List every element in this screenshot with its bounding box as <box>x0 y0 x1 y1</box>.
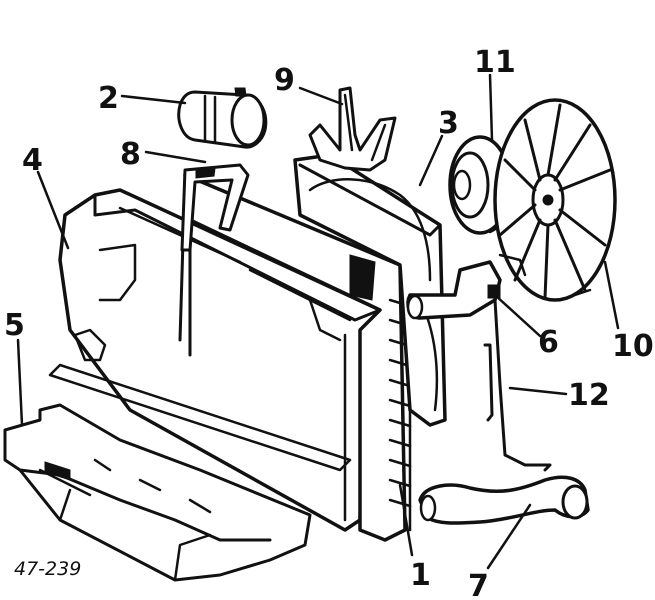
leader-10 <box>603 260 620 330</box>
fan-blade-part <box>308 86 397 172</box>
cooling-fan-part <box>493 98 617 302</box>
lower-hose-part <box>418 475 590 525</box>
leader-3 <box>418 134 444 187</box>
callout-7: 7 <box>468 569 489 600</box>
callout-6: 6 <box>538 325 559 360</box>
leader-9 <box>298 86 344 106</box>
lower-deflector-part <box>3 403 312 582</box>
upper-bracket-part <box>180 163 250 252</box>
leader-6 <box>493 293 542 338</box>
callout-4: 4 <box>22 143 43 178</box>
callout-8: 8 <box>120 137 141 172</box>
callout-3: 3 <box>438 106 459 141</box>
callout-2: 2 <box>98 81 119 116</box>
upper-hose-part <box>406 260 502 320</box>
figure-reference: 47-239 <box>14 558 81 580</box>
leader-1 <box>398 483 414 557</box>
callout-11: 11 <box>474 45 516 80</box>
leader-7 <box>486 503 532 570</box>
leader-5 <box>16 338 24 427</box>
callout-10: 10 <box>612 329 654 364</box>
callout-9: 9 <box>274 63 295 98</box>
callout-labels: 1 2 3 4 5 6 7 8 9 10 11 12 47-239 <box>4 45 654 600</box>
leader-12 <box>508 386 568 396</box>
support-brace-part <box>483 298 552 472</box>
leader-8 <box>144 150 207 164</box>
leader-lines <box>16 73 620 570</box>
leader-4 <box>36 170 70 250</box>
callout-1: 1 <box>410 558 431 593</box>
leader-2 <box>120 94 187 105</box>
callout-5: 5 <box>4 308 25 343</box>
leader-11 <box>488 73 494 142</box>
callout-12: 12 <box>568 378 610 413</box>
coolant-reservoir-part <box>177 87 268 149</box>
